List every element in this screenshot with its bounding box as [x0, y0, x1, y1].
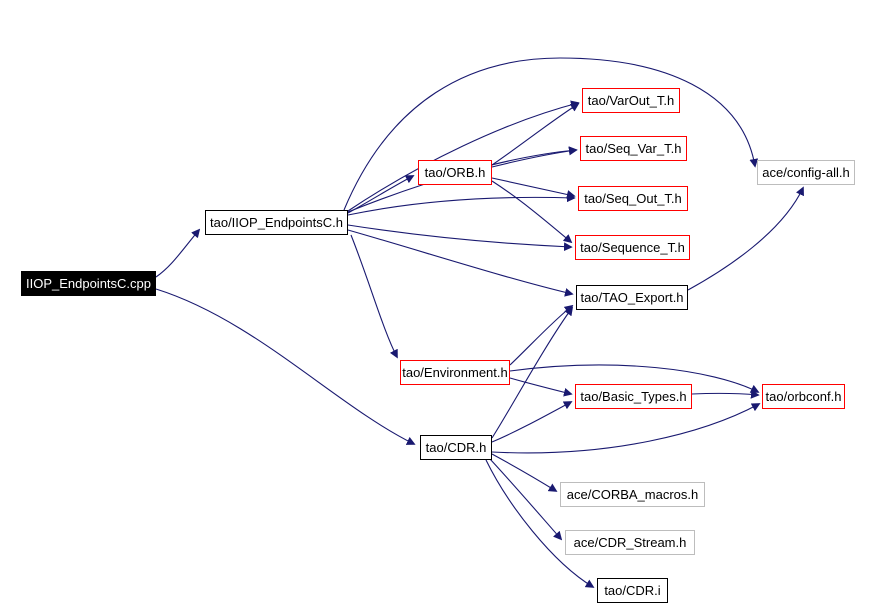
- node-cdr-i[interactable]: tao/CDR.i: [597, 578, 668, 603]
- node-orbconf-h[interactable]: tao/orbconf.h: [762, 384, 845, 409]
- node-config-all-h[interactable]: ace/config-all.h: [757, 160, 855, 185]
- edge-iiop-endpointsc-cpp-to-iiop-endpointsc-h: [155, 228, 201, 278]
- edge-iiop-endpointsc-h-to-sequence-t-h: [347, 224, 573, 252]
- edge-iiop-endpointsc-h-to-config-all-h: [343, 57, 759, 211]
- edge-iiop-endpointsc-cpp-to-cdr-h: [155, 288, 416, 445]
- node-seq-var-t-h[interactable]: tao/Seq_Var_T.h: [580, 136, 687, 161]
- edge-cdr-h-to-orbconf-h: [491, 403, 761, 454]
- edge-cdr-h-to-cdr-i: [485, 459, 595, 588]
- node-cdr-h[interactable]: tao/CDR.h: [420, 435, 492, 460]
- node-tao-export-h[interactable]: tao/TAO_Export.h: [576, 285, 688, 310]
- edge-iiop-endpointsc-h-to-environment-h: [350, 234, 398, 359]
- node-iiop-endpointsc-cpp[interactable]: IIOP_EndpointsC.cpp: [21, 271, 156, 296]
- edge-tao-export-h-to-config-all-h: [687, 186, 804, 291]
- edge-cdr-h-to-basic-types-h: [491, 401, 573, 443]
- edge-cdr-h-to-corba-macros-h: [491, 453, 558, 492]
- edge-orb-h-to-sequence-t-h: [491, 180, 573, 244]
- node-orb-h[interactable]: tao/ORB.h: [418, 160, 492, 185]
- edge-iiop-endpointsc-h-to-seq-out-t-h: [347, 193, 576, 216]
- edge-basic-types-h-to-orbconf-h: [691, 389, 760, 399]
- node-environment-h[interactable]: tao/Environment.h: [400, 360, 510, 385]
- edge-iiop-endpointsc-h-to-varout-t-h: [347, 100, 580, 212]
- node-cdr-stream-h[interactable]: ace/CDR_Stream.h: [565, 530, 695, 555]
- edge-environment-h-to-orbconf-h: [509, 364, 760, 393]
- node-corba-macros-h[interactable]: ace/CORBA_macros.h: [560, 482, 705, 507]
- edge-environment-h-to-basic-types-h: [509, 377, 573, 397]
- node-sequence-t-h[interactable]: tao/Sequence_T.h: [575, 235, 690, 260]
- edge-orb-h-to-seq-out-t-h: [491, 177, 576, 199]
- edge-orb-h-to-seq-var-t-h: [491, 146, 578, 168]
- node-seq-out-t-h[interactable]: tao/Seq_Out_T.h: [578, 186, 688, 211]
- node-basic-types-h[interactable]: tao/Basic_Types.h: [575, 384, 692, 409]
- edge-cdr-h-to-cdr-stream-h: [489, 458, 563, 541]
- edge-cdr-h-to-tao-export-h: [491, 306, 574, 439]
- edge-iiop-endpointsc-h-to-tao-export-h: [347, 229, 574, 297]
- node-iiop-endpointsc-h[interactable]: tao/IIOP_EndpointsC.h: [205, 210, 348, 235]
- node-varout-t-h[interactable]: tao/VarOut_T.h: [582, 88, 680, 113]
- edge-orb-h-to-varout-t-h: [491, 103, 580, 166]
